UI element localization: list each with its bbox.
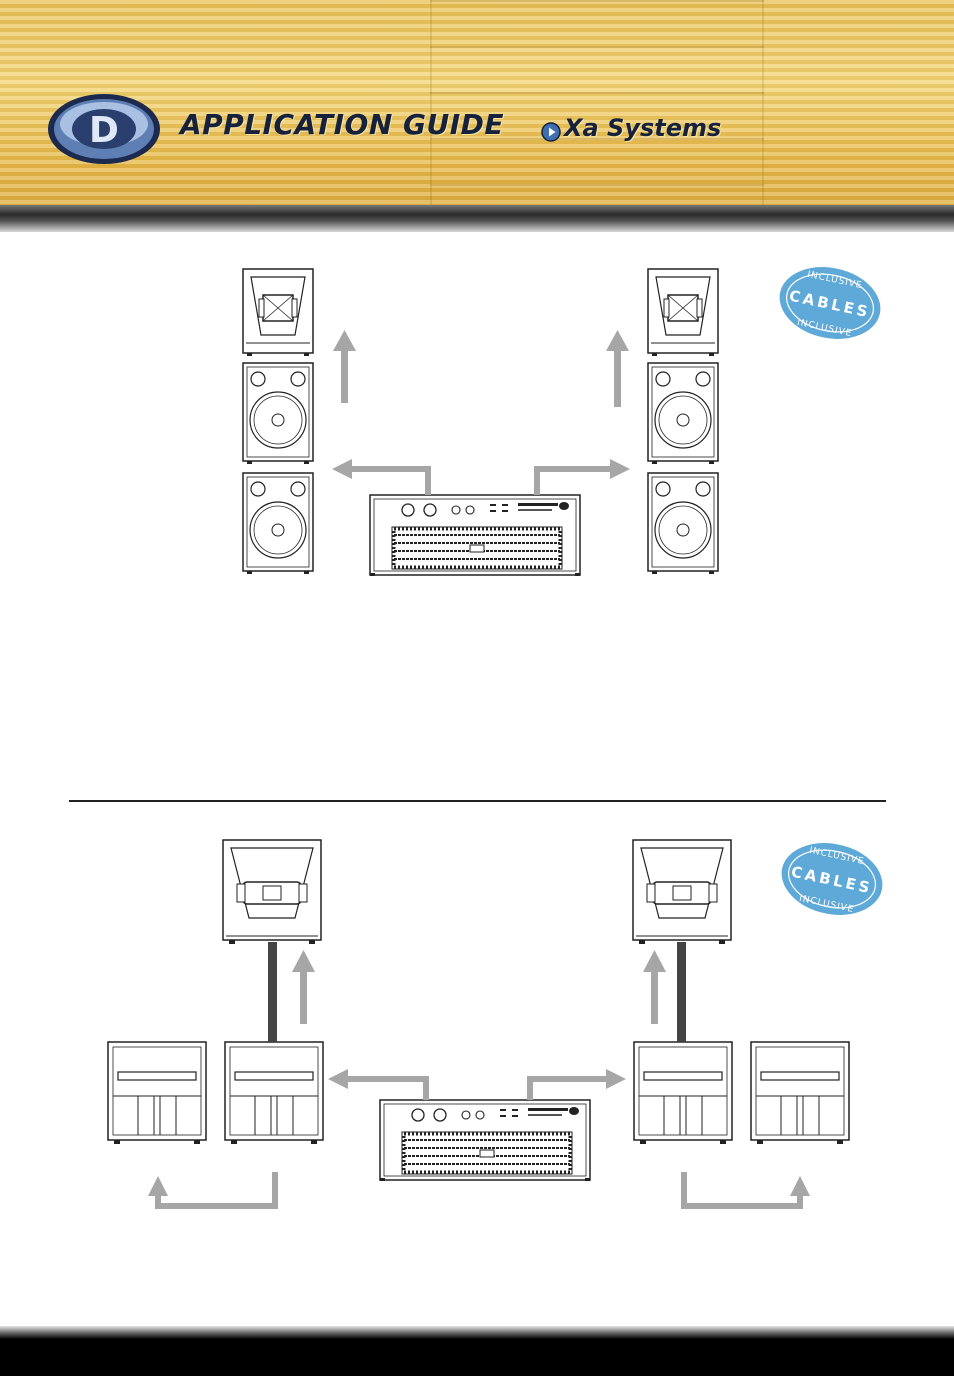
amplifier — [370, 495, 580, 576]
play-icon — [541, 122, 561, 142]
arrow-icon — [606, 330, 629, 407]
left-outer-subwoofer — [108, 1042, 206, 1144]
arrow-icon — [333, 330, 356, 403]
setup-diagram-2: INCLUSIVE CABLES INCLUSIVE — [0, 830, 954, 1220]
page-header: D APPLICATION GUIDE Xa Systems — [0, 0, 954, 232]
amplifier — [380, 1100, 590, 1181]
right-mid-woofer-speaker — [648, 363, 718, 464]
header-rack-image — [430, 0, 764, 205]
left-mid-woofer-speaker — [243, 363, 313, 464]
right-bottom-woofer-speaker — [648, 473, 718, 574]
right-top-horn-speaker — [648, 269, 718, 356]
arrow-icon — [643, 950, 666, 1024]
header-shade-bar — [0, 205, 954, 232]
cables-inclusive-badge: INCLUSIVE CABLES INCLUSIVE — [772, 257, 889, 349]
left-top-horn-speaker — [223, 840, 321, 944]
right-top-horn-speaker — [633, 840, 731, 944]
dynacord-logo-icon: D — [46, 92, 162, 166]
cables-inclusive-badge: INCLUSIVE CABLES INCLUSIVE — [774, 833, 891, 925]
right-outer-subwoofer — [751, 1042, 849, 1144]
speaker-cable — [677, 942, 686, 1042]
page-title: APPLICATION GUIDE — [180, 108, 504, 141]
svg-text:D: D — [89, 110, 119, 151]
section-divider — [69, 800, 886, 802]
left-inner-subwoofer — [225, 1042, 323, 1144]
right-inner-subwoofer — [634, 1042, 732, 1144]
arrow-icon — [328, 1069, 426, 1100]
speaker-cable — [268, 942, 277, 1042]
arrow-icon — [537, 459, 630, 495]
arrow-icon — [530, 1069, 626, 1100]
setup-diagram-1: INCLUSIVE CABLES INCLUSIVE — [0, 255, 954, 585]
arrow-icon — [684, 1172, 810, 1206]
product-name: Xa Systems — [564, 114, 721, 142]
left-bottom-woofer-speaker — [243, 473, 313, 574]
arrow-icon — [292, 950, 315, 1024]
page-footer — [0, 1326, 954, 1376]
arrow-icon — [332, 459, 428, 495]
left-top-horn-speaker — [243, 269, 313, 356]
arrow-icon — [148, 1172, 275, 1206]
